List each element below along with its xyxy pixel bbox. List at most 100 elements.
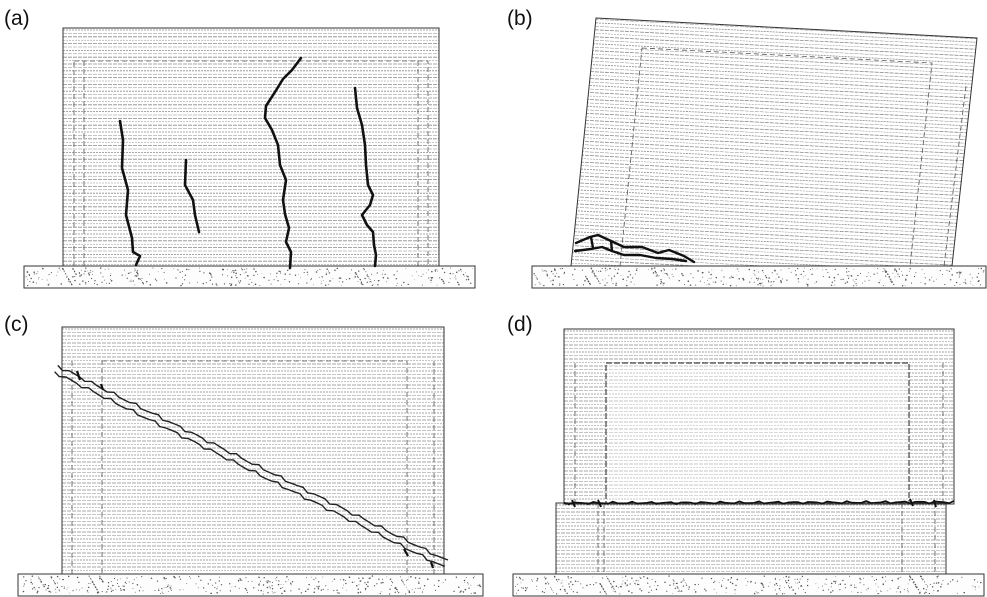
foundation-speck <box>271 588 274 590</box>
foundation-speck <box>840 279 842 281</box>
foundation-speck <box>355 273 358 275</box>
foundation-speck <box>801 575 804 578</box>
masonry-course-line <box>571 237 977 261</box>
foundation-speck <box>127 272 129 274</box>
foundation-speck <box>775 582 778 585</box>
foundation-speck <box>85 282 87 284</box>
foundation-speck <box>32 583 34 584</box>
foundation-speck <box>870 276 871 277</box>
foundation-speck <box>359 591 362 593</box>
foundation-speck <box>520 582 522 584</box>
foundation-speck <box>615 591 617 593</box>
foundation-speck <box>614 267 615 269</box>
foundation-speck <box>563 273 565 275</box>
foundation-speck <box>924 592 926 594</box>
foundation-speck <box>607 577 609 580</box>
foundation-speck <box>697 583 699 585</box>
foundation-speck <box>879 279 881 281</box>
foundation-speck <box>331 581 333 582</box>
masonry-course-line <box>571 206 977 229</box>
foundation-speck <box>99 577 101 580</box>
foundation-speck <box>30 277 32 280</box>
foundation-speck <box>83 273 85 275</box>
foundation-speck <box>588 281 590 283</box>
foundation-speck <box>599 282 601 285</box>
foundation-speck <box>822 269 824 271</box>
foundation-speck <box>595 582 597 584</box>
foundation-speck <box>807 285 809 287</box>
foundation-speck <box>830 586 832 588</box>
foundation-speck <box>173 575 175 578</box>
foundation-speck <box>708 278 710 279</box>
foundation-speck <box>685 584 688 586</box>
masonry-course-line <box>571 202 977 226</box>
foundation-speck <box>514 586 516 588</box>
foundation-speck <box>844 587 846 589</box>
foundation-speck <box>89 271 91 273</box>
foundation-speck <box>265 580 267 582</box>
masonry-course-line <box>571 164 977 187</box>
foundation-speck <box>797 277 800 280</box>
foundation-speck <box>948 270 951 272</box>
foundation-speck <box>149 284 152 286</box>
foundation-speck <box>921 577 923 580</box>
foundation-speck <box>47 587 50 589</box>
foundation-speck <box>611 280 613 282</box>
foundation-speck <box>982 271 984 273</box>
foundation-speck <box>885 580 887 582</box>
masonry-course-line <box>571 45 977 68</box>
foundation-speck <box>559 268 561 270</box>
foundation-speck <box>169 587 171 589</box>
foundation-speck <box>358 270 360 272</box>
foundation-speck <box>613 275 616 277</box>
foundation-speck <box>892 272 894 274</box>
foundation-speck <box>687 280 690 282</box>
foundation-speck <box>859 272 862 274</box>
foundation-speck <box>458 283 460 285</box>
foundation-speck <box>154 589 156 592</box>
foundation-speck <box>100 578 103 581</box>
foundation-speck <box>150 577 153 579</box>
foundation-speck <box>536 589 538 590</box>
foundation-speck <box>161 267 163 270</box>
foundation-speck <box>382 277 385 279</box>
foundation-speck <box>603 589 605 591</box>
foundation-speck <box>638 584 640 586</box>
masonry-course-line <box>571 230 977 254</box>
foundation-speck <box>472 267 473 269</box>
foundation-speck <box>531 579 533 581</box>
masonry-course-line <box>560 315 987 337</box>
foundation-speck <box>830 591 832 594</box>
foundation-speck <box>653 267 656 269</box>
foundation-speck <box>599 591 601 593</box>
foundation-speck <box>770 285 772 287</box>
foundation-speck <box>908 270 910 272</box>
foundation-speck <box>36 590 39 593</box>
foundation-speck <box>88 582 89 584</box>
foundation-speck <box>963 591 965 594</box>
foundation-speck <box>391 582 394 584</box>
foundation-speck <box>543 284 545 287</box>
foundation-speck <box>205 282 207 284</box>
foundation-speck <box>888 276 891 278</box>
wall-c <box>61 326 445 575</box>
foundation-speck <box>806 283 809 286</box>
foundation-speck <box>365 589 367 591</box>
foundation-speck <box>582 587 584 589</box>
foundation-speck <box>794 593 797 595</box>
foundation-speck <box>226 269 228 270</box>
foundation-speck <box>682 274 684 277</box>
foundation-speck <box>188 268 190 271</box>
foundation-speck <box>825 578 827 580</box>
foundation-speck <box>430 282 432 283</box>
foundation-speck <box>430 276 432 279</box>
panel-c-diagonal-shear-cracking <box>17 326 484 597</box>
foundation-speck <box>647 269 649 271</box>
foundation-speck <box>817 587 819 588</box>
foundation-speck <box>97 591 100 593</box>
foundation-speck <box>180 284 182 287</box>
foundation-speck <box>834 581 837 583</box>
foundation-speck <box>218 576 220 578</box>
foundation-speck <box>167 590 169 592</box>
foundation-speck <box>455 271 458 273</box>
